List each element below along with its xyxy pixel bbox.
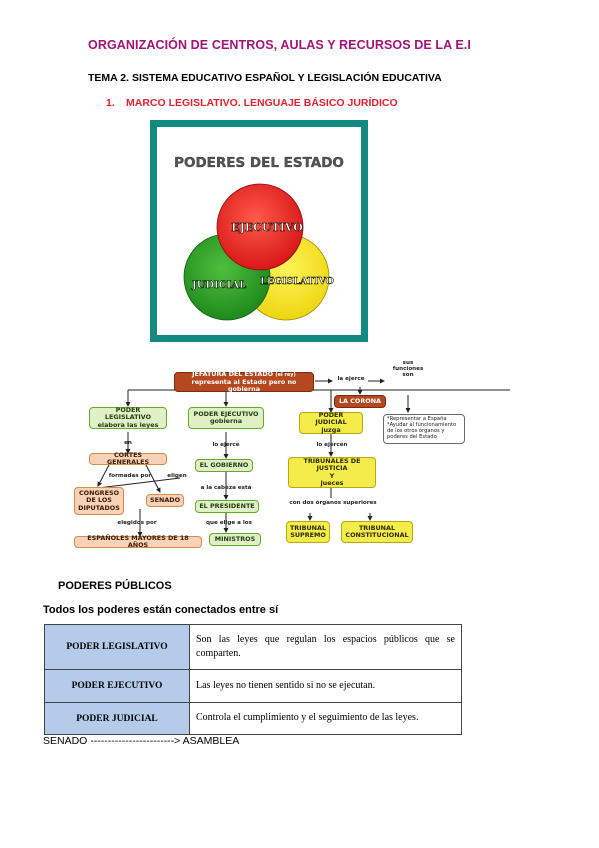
node-tribunal-supremo: TRIBUNAL SUPREMO (286, 521, 330, 543)
power-name-cell: PODER EJECUTIVO (44, 669, 190, 703)
node-jefatura-l1: JEFATURA DEL ESTADO (el rey) (192, 369, 296, 378)
node-el-gobierno: EL GOBIERNO (195, 459, 253, 472)
node-la-corona: LA CORONA (334, 395, 386, 408)
node-poder-legislativo: PODER LEGISLATIVO elabora las leyes (89, 405, 167, 429)
connected-statement: Todos los poderes están conectados entre… (43, 604, 279, 616)
node-note-functions: *Representar a España *Ayudar al funcion… (383, 414, 465, 444)
node-tribunal-constitucional: TRIBUNAL CONSTITUCIONAL (341, 521, 413, 543)
node-jefatura: JEFATURA DEL ESTADO (el rey) representa … (174, 369, 314, 393)
senado-asamblea-note: SENADO ------------------------> ASAMBLE… (43, 735, 240, 747)
label-lo-ejercen: lo ejercen (316, 442, 348, 448)
node-trib-l2: Y (329, 471, 335, 480)
label-la-ejerce: la ejerce (337, 376, 365, 382)
venn-diagram: PODERES DEL ESTADO EJECUTIVO JUDICIAL LE… (174, 155, 344, 321)
power-desc-cell: Las leyes no tienen sentido si no se eje… (189, 669, 462, 703)
table-row: PODER JUDICIAL Controla el cumplimiento … (44, 702, 462, 735)
node-jud-l1: PODER JUDICIAL (315, 410, 347, 427)
venn-label-ejecutivo: EJECUTIVO (231, 221, 303, 234)
powers-heading: PODERES PÚBLICOS (58, 580, 172, 592)
label-que-elige: que elige a los (206, 520, 252, 526)
note-line-1: *Representar a España (387, 416, 447, 423)
node-espanoles: ESPAÑOLES MAYORES DE 18 AÑOS (74, 534, 202, 549)
venn-figure: PODERES DEL ESTADO EJECUTIVO JUDICIAL LE… (150, 120, 368, 342)
label-con-dos: con dos órganos superiores (289, 500, 377, 506)
document-title: ORGANIZACIÓN DE CENTROS, AULAS Y RECURSO… (88, 38, 471, 52)
table-row: PODER LEGISLATIVO Son las leyes que regu… (44, 624, 462, 670)
power-desc-cell: Controla el cumplimiento y el seguimient… (189, 702, 462, 735)
node-tribunales: TRIBUNALES DE JUSTICIA Y jueces (288, 457, 376, 488)
node-el-presidente: EL PRESIDENTE (195, 500, 259, 513)
venn-circle-ejecutivo (216, 183, 304, 271)
node-cortes-generales: CORTES GENERALES (89, 451, 167, 466)
label-elegidos-por: elegidos por (117, 520, 157, 526)
venn-canvas: PODERES DEL ESTADO EJECUTIVO JUDICIAL LE… (157, 127, 361, 335)
venn-label-judicial: JUDICIAL (191, 280, 246, 291)
power-name-cell: PODER LEGISLATIVO (44, 624, 190, 670)
label-lo-ejerce: lo ejerce (212, 442, 240, 448)
power-name-cell: PODER JUDICIAL (44, 702, 190, 735)
power-desc-cell: Son las leyes que regulan los espacios p… (189, 624, 462, 670)
concept-map: JEFATURA DEL ESTADO (el rey) representa … (70, 360, 530, 555)
unit-title: TEMA 2. SISTEMA EDUCATIVO ESPAÑOL Y LEGI… (88, 72, 442, 84)
label-formadas-por: formadas por (108, 473, 152, 479)
node-jefatura-l2: representa al Estado pero no gobierna (191, 377, 297, 393)
table-row: PODER EJECUTIVO Las leyes no tienen sent… (44, 669, 462, 703)
section-title-text: MARCO LEGISLATIVO. LENGUAJE BÁSICO JURÍD… (126, 97, 398, 109)
label-a-la-cabeza: a la cabeza está (200, 485, 252, 491)
node-poder-ejecutivo: PODER EJECUTIVO gobierna (188, 407, 264, 429)
node-congreso: CONGRESO DE LOS DIPUTADOS (74, 487, 124, 515)
label-en: en (124, 440, 132, 446)
node-senado: SENADO (146, 494, 184, 507)
node-jud-l2: juzga (321, 425, 341, 434)
node-ministros: MINISTROS (209, 533, 261, 546)
section-title: 1. MARCO LEGISLATIVO. LENGUAJE BÁSICO JUR… (106, 97, 398, 109)
node-leg-l1: PODER LEGISLATIVO (104, 405, 152, 422)
node-leg-l2: elabora las leyes (97, 420, 159, 429)
venn-title: PODERES DEL ESTADO (174, 155, 344, 171)
section-number: 1. (106, 97, 115, 109)
concept-map-connectors (97, 378, 510, 537)
label-sus-funciones: sus funciones son (392, 360, 424, 379)
node-trib-l3: jueces (320, 478, 344, 487)
node-trib-l1: TRIBUNALES DE JUSTICIA (303, 456, 361, 473)
node-poder-judicial: PODER JUDICIAL juzga (299, 410, 363, 434)
note-line-2: *Ayudar al funcionamiento de los otros ó… (387, 422, 457, 440)
powers-table: PODER LEGISLATIVO Son las leyes que regu… (44, 624, 462, 735)
node-ejec-l2: gobierna (209, 417, 243, 425)
venn-label-legislativo: LEGISLATIVO (260, 276, 334, 287)
node-ejec-l1: PODER EJECUTIVO (193, 409, 259, 418)
label-eligen: eligen (167, 473, 187, 479)
